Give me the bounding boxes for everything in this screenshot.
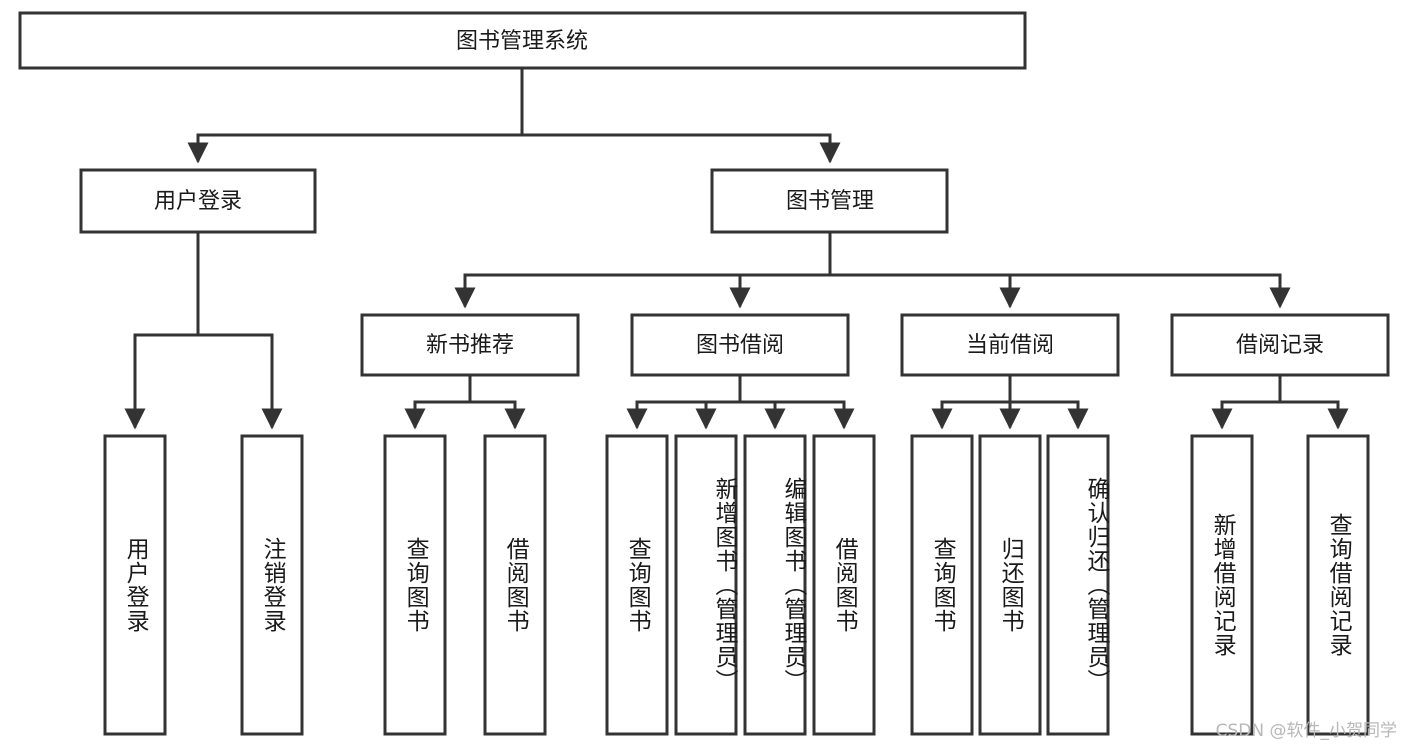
leaf-box-add-book-admin[interactable] [674,434,738,736]
node-borrow-records[interactable] [1170,313,1390,377]
node-root-label: 图书管理系统 [456,29,588,54]
leaf-box-edit-book-admin[interactable] [743,434,807,736]
node-book-borrow[interactable] [630,313,850,377]
node-user-login[interactable] [79,168,317,234]
leaf-box-borrow-book[interactable] [812,434,876,736]
leaf-box-query-book-current[interactable] [910,434,974,736]
node-current-borrow[interactable] [900,313,1120,377]
leaf-box-user-login[interactable] [103,434,167,736]
node-user-login-label: 用户登录 [154,189,242,214]
leaf-box-query-borrow-record[interactable] [1306,434,1370,736]
node-book-borrow-label: 图书借阅 [696,333,784,358]
node-new-book-recommend[interactable] [360,313,580,377]
leaf-box-logout[interactable] [240,434,304,736]
csdn-watermark: CSDN @软件_小贺同学 [1215,721,1397,741]
leaf-box-query-book-borrow[interactable] [605,434,669,736]
connector-borrow-to-leaves [626,373,855,430]
connector-bookmgmt-to-level3 [454,230,1291,309]
leaf-box-query-book-rec[interactable] [383,434,447,736]
node-borrow-records-label: 借阅记录 [1236,333,1324,358]
connector-root-to-level2 [187,66,841,164]
leaf-box-confirm-return-admin[interactable] [1046,434,1110,736]
connector-current-to-leaves [931,373,1089,430]
leaf-box-return-book[interactable] [978,434,1042,736]
node-book-management[interactable] [710,168,949,234]
connector-newbook-to-leaves [404,373,526,430]
leaf-box-add-borrow-record[interactable] [1190,434,1254,736]
leaf-box-borrow-book-rec[interactable] [483,434,547,736]
node-book-management-label: 图书管理 [786,189,874,214]
connector-userlogin-to-leaves [124,230,283,430]
node-new-book-recommend-label: 新书推荐 [426,333,514,358]
node-current-borrow-label: 当前借阅 [966,333,1054,358]
node-root[interactable] [18,11,1027,70]
connector-records-to-leaves [1211,373,1349,430]
